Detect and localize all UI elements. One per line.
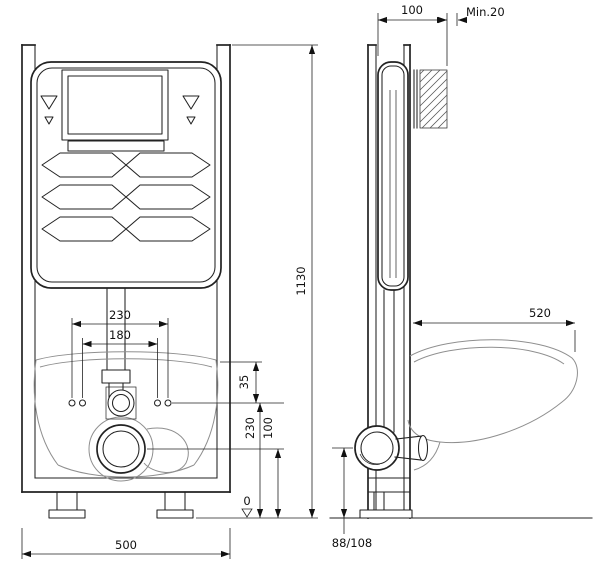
fixing-bolts (68, 399, 172, 407)
wc-pan-side-outline (407, 339, 578, 471)
dim-frame-width-label: 500 (115, 538, 137, 552)
dim-pan-depth-label: 520 (529, 306, 551, 320)
flush-pipe-side (383, 289, 395, 433)
dim-outlet-axis: 88/108 (332, 447, 372, 550)
wall-hatch (419, 69, 448, 129)
dim-frame-height: 1130 (232, 44, 318, 518)
dim-wall-min: Min.20 (437, 5, 505, 26)
dim-outlet-height-label: 100 (261, 417, 275, 439)
dim-pan-depth: 520 (413, 306, 576, 352)
dim-bolt-height: 230 (243, 403, 264, 518)
water-level-symbols (40, 95, 200, 125)
side-view (329, 44, 593, 519)
access-panel (61, 69, 169, 141)
dim-bolt-height-label: 230 (243, 417, 257, 439)
dim-datum-zero: 0 (196, 494, 318, 519)
dim-pan-offset-label: 35 (237, 375, 251, 390)
insulation-ribbons (41, 152, 211, 242)
waste-outlet (96, 424, 146, 474)
dim-frame-height-label: 1130 (294, 266, 308, 295)
dim-frame-depth-label: 100 (401, 3, 423, 17)
front-view (21, 44, 231, 519)
dim-outlet-height: 100 (147, 417, 284, 518)
cistern-profile (377, 61, 409, 291)
frame-feet (48, 491, 194, 519)
dim-bolt-spacing-outer: 230 (71, 308, 169, 398)
cistern (30, 61, 222, 289)
dim-frame-width: 500 (21, 528, 231, 559)
dim-pan-offset: 35 (172, 361, 284, 404)
dim-bolt-spacing-inner-label: 180 (109, 328, 131, 342)
dim-frame-depth: 100 (377, 3, 448, 66)
dim-bolt-spacing-outer-label: 230 (109, 308, 131, 322)
inlet-assembly (105, 386, 137, 420)
dimensions: 230 180 35 230 100 0 (21, 3, 576, 559)
outlet-bend (354, 425, 429, 471)
finished-wall-section (413, 69, 448, 129)
dim-wall-min-label: Min.20 (466, 5, 505, 19)
dim-datum-label: 0 (243, 494, 250, 508)
flush-pipe (101, 287, 131, 399)
dim-outlet-axis-label: 88/108 (332, 536, 372, 550)
dim-bolt-spacing-inner: 180 (82, 328, 158, 398)
side-foot-plate (359, 509, 413, 519)
